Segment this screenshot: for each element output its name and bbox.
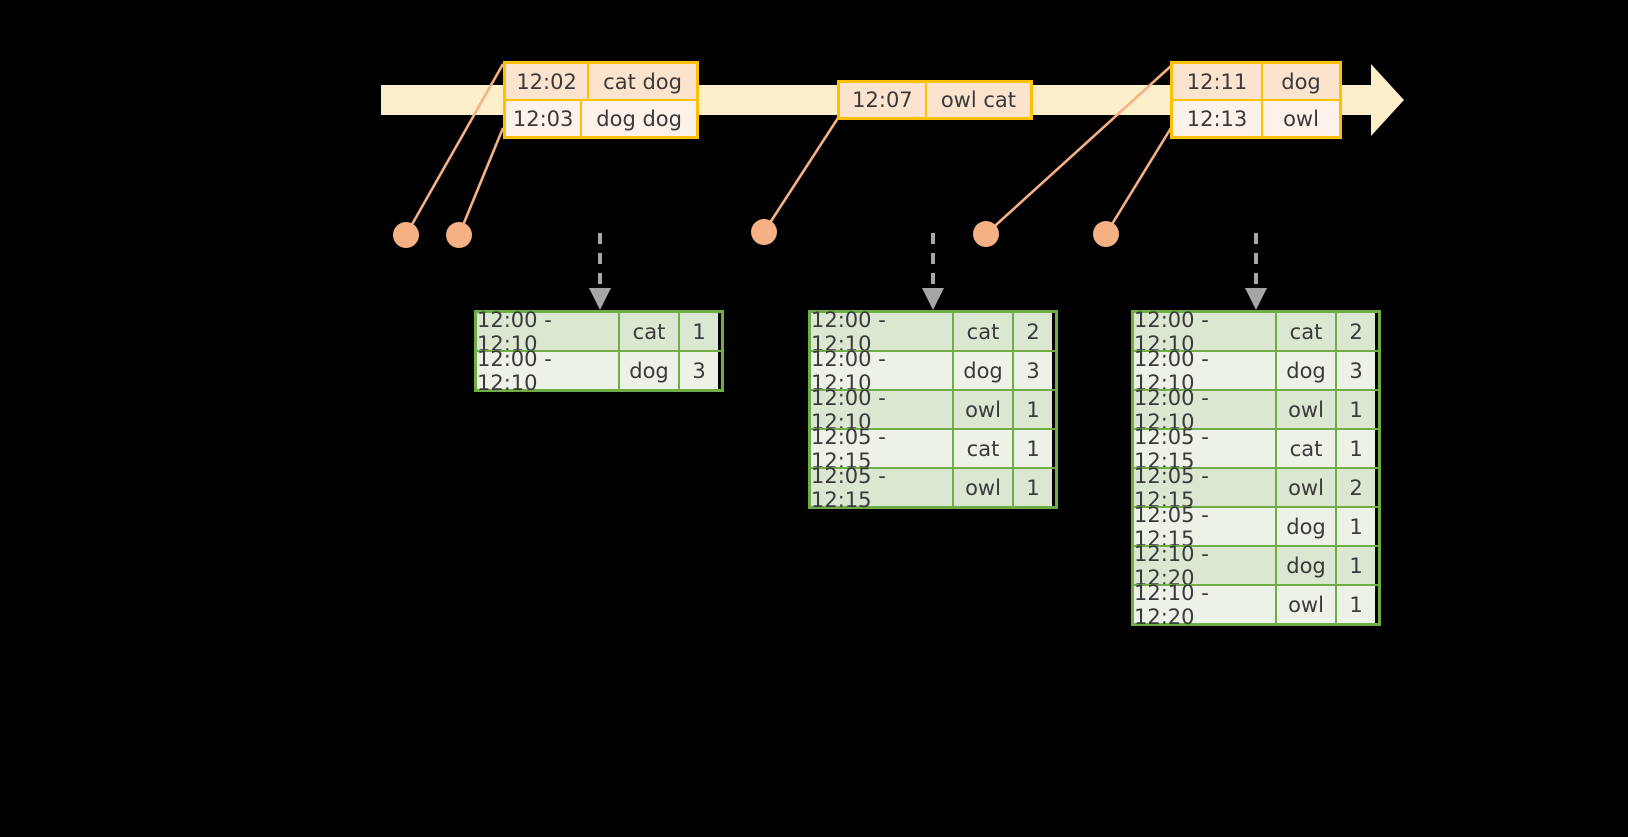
event-row[interactable]: 12:03 dog dog xyxy=(506,99,696,136)
table-row[interactable]: 12:05 - 12:15 cat 1 xyxy=(1134,425,1378,473)
cell-key: cat xyxy=(1277,430,1337,467)
cell-key: dog xyxy=(1277,547,1337,584)
connector-dot-5 xyxy=(1093,221,1119,247)
cell-count: 1 xyxy=(1014,469,1052,506)
result-table-1[interactable]: 12:00 - 12:10 cat 1 12:00 - 12:10 dog 3 xyxy=(474,308,724,395)
event-words: dog dog xyxy=(582,101,696,136)
table-row[interactable]: 12:00 - 12:10 dog 3 xyxy=(811,347,1055,395)
cell-key: dog xyxy=(1277,508,1337,545)
connector-dot-1 xyxy=(393,222,419,248)
cell-window: 12:05 - 12:15 xyxy=(1134,425,1277,473)
table-row[interactable]: 12:00 - 12:10 dog 3 xyxy=(477,347,721,395)
cell-count: 2 xyxy=(1014,313,1052,350)
table-row[interactable]: 12:05 - 12:15 owl 2 xyxy=(1134,464,1378,512)
event-words: owl cat xyxy=(926,83,1030,117)
cell-count: 1 xyxy=(1337,508,1375,545)
event-row[interactable]: 12:13 owl xyxy=(1173,99,1339,136)
cell-window: 12:00 - 12:10 xyxy=(811,308,954,356)
event-time: 12:07 xyxy=(840,83,927,117)
event-words: cat dog xyxy=(589,64,696,99)
event-row[interactable]: 12:11 dog xyxy=(1173,64,1339,99)
emit-arrow-3 xyxy=(1245,233,1267,310)
cell-key: owl xyxy=(1277,391,1337,428)
event-row[interactable]: 12:02 cat dog xyxy=(506,64,696,99)
event-time: 12:13 xyxy=(1173,101,1263,136)
event-box-1[interactable]: 12:02 cat dog 12:03 dog dog xyxy=(503,61,699,139)
cell-count: 2 xyxy=(1337,469,1375,506)
event-time: 12:02 xyxy=(506,64,590,99)
event-box-2[interactable]: 12:07 owl cat xyxy=(837,80,1033,120)
cell-count: 2 xyxy=(1337,313,1375,350)
connector-dot-2 xyxy=(446,222,472,248)
event-words: owl xyxy=(1263,101,1339,136)
cell-window: 12:05 - 12:15 xyxy=(1134,464,1277,512)
cell-key: dog xyxy=(954,352,1014,389)
event-words: dog xyxy=(1263,64,1339,99)
cell-window: 12:00 - 12:10 xyxy=(477,308,620,356)
emit-arrow-1 xyxy=(589,233,611,310)
event-row[interactable]: 12:07 owl cat xyxy=(840,83,1030,117)
table-row[interactable]: 12:05 - 12:15 cat 1 xyxy=(811,425,1055,473)
result-table-2[interactable]: 12:00 - 12:10 cat 2 12:00 - 12:10 dog 3 … xyxy=(808,308,1058,512)
result-table-3[interactable]: 12:00 - 12:10 cat 2 12:00 - 12:10 dog 3 … xyxy=(1131,308,1381,629)
connector-dot-4 xyxy=(973,221,999,247)
cell-count: 1 xyxy=(1337,430,1375,467)
cell-count: 1 xyxy=(1337,547,1375,584)
cell-count: 3 xyxy=(680,352,718,389)
table-row[interactable]: 12:00 - 12:10 owl 1 xyxy=(1134,386,1378,434)
table-row[interactable]: 12:00 - 12:10 owl 1 xyxy=(811,386,1055,434)
cell-key: dog xyxy=(620,352,680,389)
event-box-3[interactable]: 12:11 dog 12:13 owl xyxy=(1170,61,1342,139)
cell-count: 1 xyxy=(1337,391,1375,428)
cell-key: dog xyxy=(1277,352,1337,389)
table-row[interactable]: 12:10 - 12:20 owl 1 xyxy=(1134,581,1378,629)
connector-lines xyxy=(404,63,1173,236)
cell-window: 12:00 - 12:10 xyxy=(1134,386,1277,434)
table-row[interactable]: 12:05 - 12:15 owl 1 xyxy=(811,464,1055,512)
cell-window: 12:10 - 12:20 xyxy=(1134,542,1277,590)
cell-window: 12:00 - 12:10 xyxy=(811,347,954,395)
table-row[interactable]: 12:05 - 12:15 dog 1 xyxy=(1134,503,1378,551)
cell-key: cat xyxy=(954,313,1014,350)
table-row[interactable]: 12:00 - 12:10 cat 2 xyxy=(1134,308,1378,356)
cell-window: 12:00 - 12:10 xyxy=(1134,308,1277,356)
table-row[interactable]: 12:10 - 12:20 dog 1 xyxy=(1134,542,1378,590)
event-time: 12:03 xyxy=(506,101,583,136)
connector-dots xyxy=(393,219,1119,248)
cell-count: 1 xyxy=(1014,430,1052,467)
cell-window: 12:05 - 12:15 xyxy=(1134,503,1277,551)
cell-window: 12:00 - 12:10 xyxy=(477,347,620,395)
cell-window: 12:05 - 12:15 xyxy=(811,425,954,473)
event-time: 12:11 xyxy=(1173,64,1263,99)
cell-key: owl xyxy=(954,391,1014,428)
cell-count: 3 xyxy=(1014,352,1052,389)
cell-count: 1 xyxy=(680,313,718,350)
cell-count: 3 xyxy=(1337,352,1375,389)
table-row[interactable]: 12:00 - 12:10 dog 3 xyxy=(1134,347,1378,395)
emit-arrow-2 xyxy=(922,233,944,310)
table-row[interactable]: 12:00 - 12:10 cat 2 xyxy=(811,308,1055,356)
cell-key: owl xyxy=(1277,586,1337,623)
cell-window: 12:10 - 12:20 xyxy=(1134,581,1277,629)
cell-key: cat xyxy=(954,430,1014,467)
table-row[interactable]: 12:00 - 12:10 cat 1 xyxy=(477,308,721,356)
cell-window: 12:05 - 12:15 xyxy=(811,464,954,512)
cell-count: 1 xyxy=(1014,391,1052,428)
cell-window: 12:00 - 12:10 xyxy=(811,386,954,434)
cell-count: 1 xyxy=(1337,586,1375,623)
cell-key: owl xyxy=(1277,469,1337,506)
cell-key: cat xyxy=(620,313,680,350)
cell-window: 12:00 - 12:10 xyxy=(1134,347,1277,395)
connector-dot-3 xyxy=(751,219,777,245)
cell-key: cat xyxy=(1277,313,1337,350)
cell-key: owl xyxy=(954,469,1014,506)
emit-arrows xyxy=(589,233,1267,310)
